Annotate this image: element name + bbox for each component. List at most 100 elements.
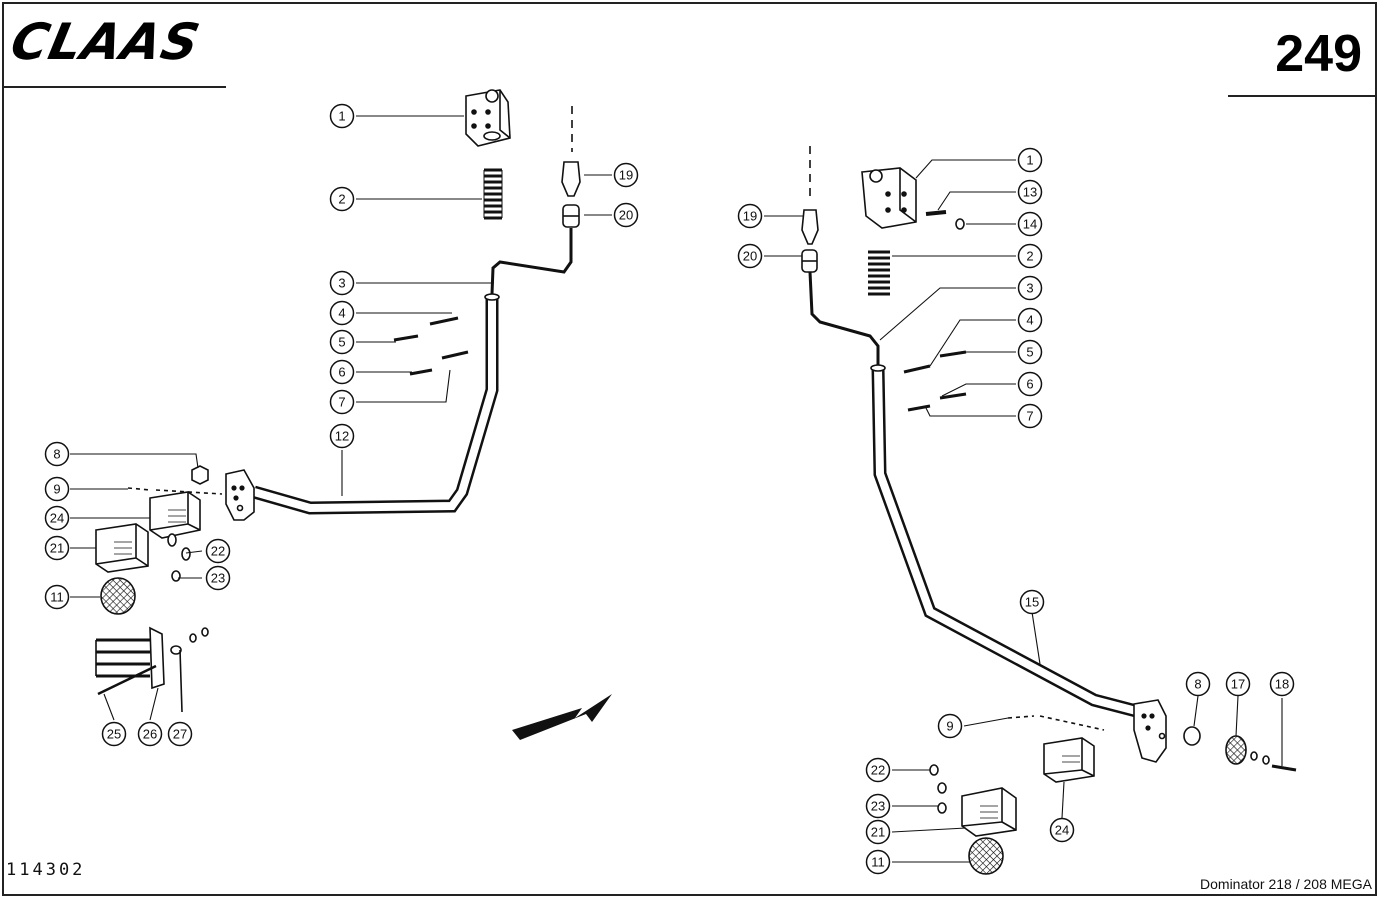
callout-label: 5 [1026,345,1033,360]
callout-right-2: 2 [1017,243,1043,269]
left-lamp-assembly [70,89,612,721]
callout-right-24: 24 [1049,817,1075,843]
right-connector-20 [801,249,818,273]
left-lamp-guard [95,626,209,713]
callout-label: 26 [143,727,157,742]
callout-label: 24 [1055,823,1069,838]
left-spring [483,168,503,220]
callout-left-23: 23 [205,565,231,591]
callout-label: 11 [50,590,64,605]
callout-label: 7 [338,395,345,410]
callout-right-19: 19 [737,203,763,229]
callout-label: 23 [211,571,225,586]
callout-label: 23 [871,799,885,814]
right-washer-14 [955,218,965,230]
logo-underline [4,86,226,88]
left-cable [490,228,573,295]
callout-label: 19 [619,168,633,183]
callout-label: 8 [53,447,60,462]
travel-direction-arrow [512,694,612,740]
left-bulbs [167,533,191,582]
page-number-underline [1228,95,1376,97]
callout-left-26: 26 [137,721,163,747]
callout-label: 12 [335,429,349,444]
callout-right-5: 5 [1017,339,1043,365]
callout-label: 6 [338,365,345,380]
callout-left-12: 12 [329,423,355,449]
machine-model: Dominator 218 / 208 MEGA [1200,876,1372,892]
right-bolt-18 [1271,764,1297,772]
callout-right-15: 15 [1019,589,1045,615]
callout-label: 4 [338,306,345,321]
callout-right-13: 13 [1017,179,1043,205]
callout-right-17: 17 [1225,671,1251,697]
left-screw-9 [127,487,223,495]
right-screw-13 [925,210,947,216]
callout-left-6: 6 [329,359,355,385]
callout-label: 21 [50,541,64,556]
right-lamp-24 [1043,737,1095,783]
right-lamp-tube [871,367,1142,719]
left-lamp-24 [149,491,201,539]
left-connector-20 [562,204,580,228]
left-nut [191,465,209,485]
callout-label: 15 [1025,595,1039,610]
callout-left-9: 9 [44,476,70,502]
right-cable [808,271,880,366]
callout-left-11: 11 [44,584,70,610]
left-lamp-21 [95,523,149,573]
callout-label: 27 [173,727,187,742]
callout-label: 20 [619,208,633,223]
callout-left-24: 24 [44,505,70,531]
callout-label: 8 [1194,677,1201,692]
callout-left-7: 7 [329,389,355,415]
callout-right-1: 1 [1017,147,1043,173]
page-number: 249 [1275,25,1362,83]
callout-label: 14 [1023,217,1037,232]
callout-right-9: 9 [937,713,963,739]
callout-left-4: 4 [329,300,355,326]
callout-label: 25 [107,727,121,742]
callout-left-21: 21 [44,535,70,561]
callout-right-3: 3 [1017,275,1043,301]
callout-label: 11 [871,855,885,870]
callout-label: 6 [1026,377,1033,392]
callout-right-6: 6 [1017,371,1043,397]
callout-right-18: 18 [1269,671,1295,697]
callout-left-1: 1 [329,103,355,129]
callout-label: 1 [1026,153,1033,168]
callout-left-8: 8 [44,441,70,467]
callout-right-22: 22 [865,757,891,783]
callout-label: 2 [338,192,345,207]
callout-left-25: 25 [101,721,127,747]
callout-label: 2 [1026,249,1033,264]
drawing-number: 114302 [6,860,86,880]
left-leader-lines [70,115,612,721]
callout-label: 3 [1026,281,1033,296]
callout-right-11: 11 [865,849,891,875]
callout-right-20: 20 [737,243,763,269]
right-nut [1183,726,1201,746]
callout-label: 1 [338,109,345,124]
right-leader-lines [764,159,1283,863]
right-lamp-21 [961,787,1017,837]
right-screw-9 [1007,715,1105,731]
callout-left-2: 2 [329,186,355,212]
right-connector-19 [801,209,819,245]
callout-label: 3 [338,276,345,291]
callout-label: 5 [338,335,345,350]
right-grille [968,837,1004,875]
callout-right-14: 14 [1017,211,1043,237]
callout-label: 4 [1026,313,1033,328]
callout-left-3: 3 [329,270,355,296]
callout-right-21: 21 [865,819,891,845]
callout-right-4: 4 [1017,307,1043,333]
callout-label: 19 [743,209,757,224]
callout-label: 9 [53,482,60,497]
left-mount-plate [225,469,255,521]
callout-right-8: 8 [1185,671,1211,697]
